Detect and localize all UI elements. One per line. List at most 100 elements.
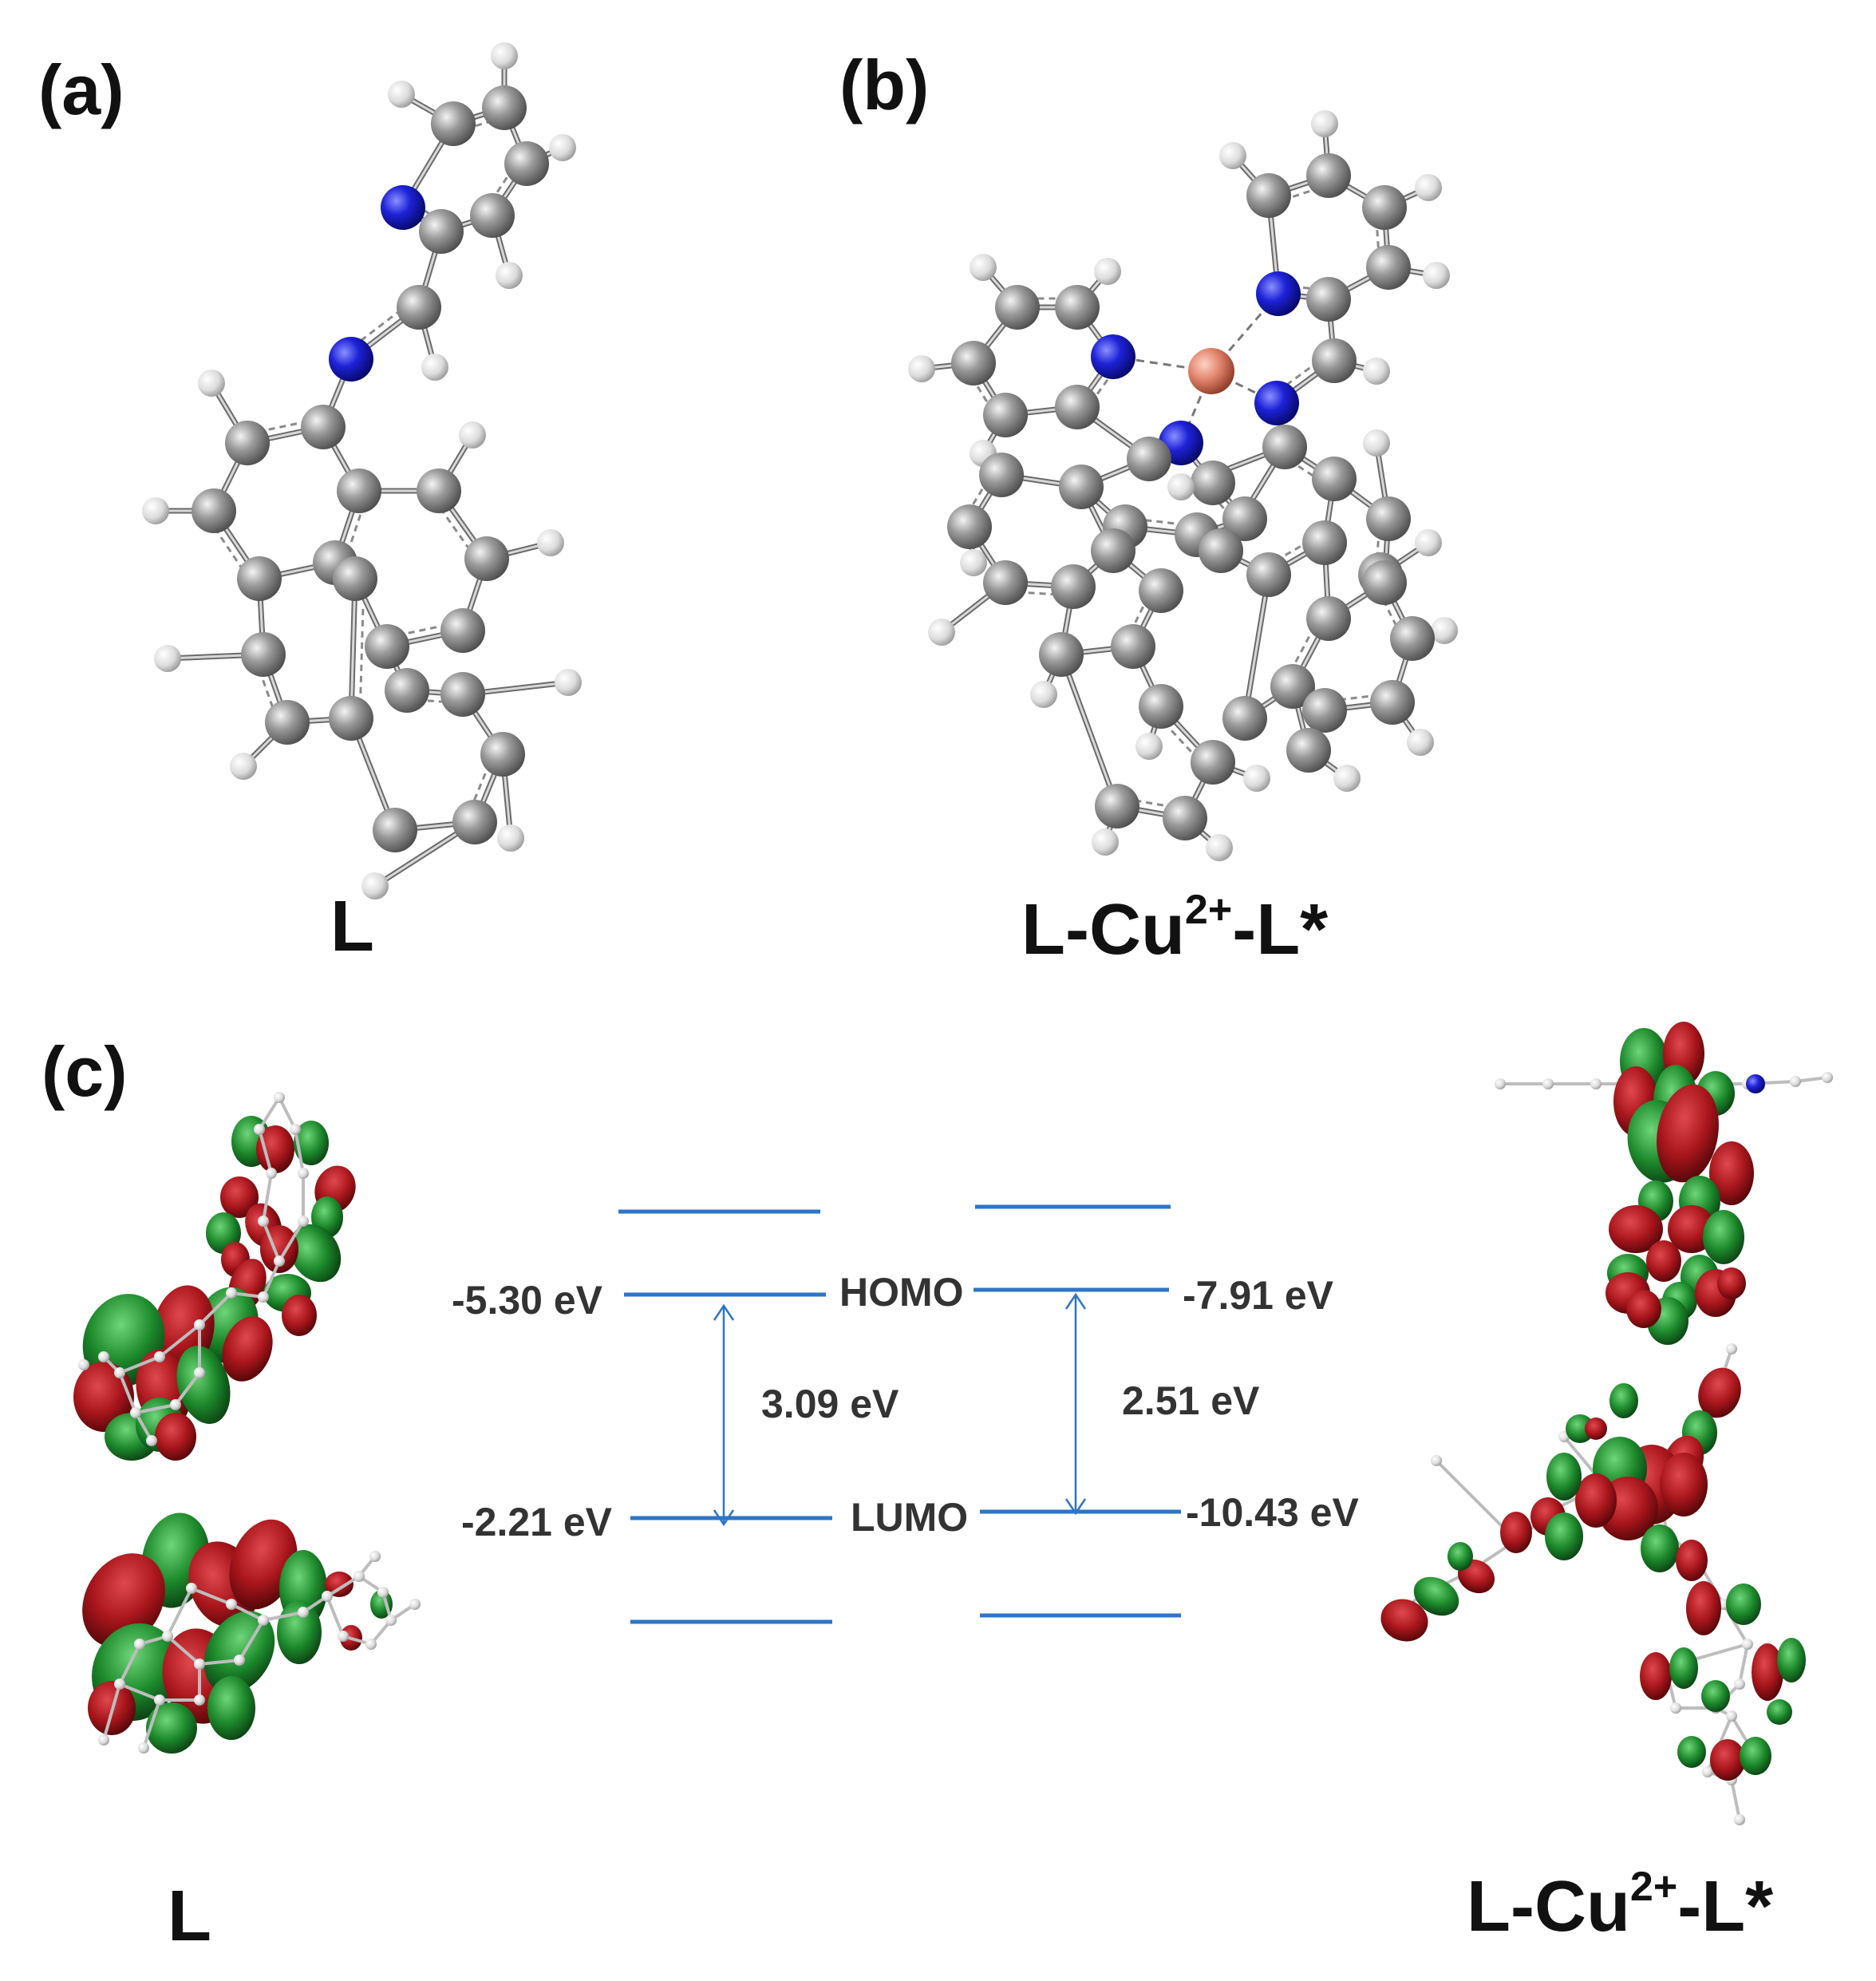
atom-c — [482, 85, 527, 130]
atom-c — [1366, 245, 1411, 290]
right-gap-value: 2.51 eV — [1122, 1378, 1260, 1423]
orbital-complex-homo — [1495, 1022, 1833, 1345]
atom-h — [142, 497, 169, 524]
lobe-red — [1500, 1512, 1532, 1553]
atom-c — [1055, 385, 1100, 429]
atom-c — [440, 672, 485, 717]
atom-c — [337, 469, 381, 513]
lobe-red — [220, 1176, 259, 1218]
lobe-green — [1609, 1383, 1638, 1418]
atom-c — [995, 285, 1040, 330]
atom-c — [1091, 528, 1135, 573]
lobe-red — [282, 1295, 317, 1336]
lobe-red — [1646, 1240, 1681, 1282]
caption-a: L — [330, 887, 374, 967]
panel-a-letter: (a) — [38, 50, 124, 129]
lobe-red — [1752, 1643, 1783, 1701]
atom-h — [908, 355, 935, 382]
atom-c — [1139, 568, 1183, 613]
lobe-red — [1709, 1141, 1754, 1205]
lobe-red — [73, 1362, 134, 1432]
atom-c — [1055, 285, 1100, 330]
atom-h — [555, 669, 582, 696]
atom-c — [417, 469, 461, 513]
atom-n — [329, 337, 373, 382]
atom-c — [983, 393, 1028, 437]
lobe-green — [289, 1224, 342, 1283]
atom-c — [1199, 528, 1243, 573]
atom-h — [1167, 473, 1195, 500]
atom-h — [1094, 258, 1121, 285]
atom-c — [397, 285, 441, 330]
lobe-red — [1657, 1084, 1719, 1183]
lobe-green — [207, 1676, 255, 1740]
atom-c — [1191, 461, 1235, 505]
atom-c — [1306, 596, 1351, 641]
atom-c — [329, 696, 373, 741]
orbital-complex-lumo — [1380, 1343, 1806, 1825]
atom-h — [388, 81, 415, 108]
atom-h — [1243, 765, 1270, 792]
atom-c — [1262, 425, 1307, 469]
atom-c — [1222, 496, 1267, 541]
lobe-green — [1767, 1699, 1792, 1725]
lobe-red — [1626, 1290, 1661, 1328]
left-homo-energy: -5.30 eV — [452, 1278, 603, 1323]
atom-c — [1312, 457, 1357, 501]
atom-c — [1286, 728, 1331, 773]
lobe-green — [176, 1345, 231, 1425]
atom-h — [198, 370, 225, 397]
atom-h — [491, 42, 518, 69]
left-gap-value: 3.09 eV — [761, 1382, 899, 1426]
right-homo-energy: -7.91 eV — [1183, 1273, 1334, 1318]
lobe-red — [155, 1413, 196, 1461]
lobe-red — [1717, 1267, 1746, 1299]
atom-c — [947, 504, 992, 549]
atom-c — [1246, 552, 1291, 597]
molecule-L-structure — [142, 42, 582, 900]
atom-c — [1270, 664, 1315, 709]
atom-h — [1423, 262, 1450, 289]
panel-b-letter: (b) — [839, 45, 930, 125]
atom-c — [1370, 680, 1415, 725]
atom-h — [230, 753, 257, 780]
atom-c — [265, 700, 310, 745]
atom-cu — [1188, 348, 1234, 394]
atom-h — [497, 824, 524, 852]
lobe-green — [1566, 1414, 1594, 1443]
atom-c — [1059, 465, 1104, 509]
atom-c — [951, 341, 996, 386]
atom-h — [960, 549, 987, 576]
lobe-green — [1726, 1584, 1761, 1625]
orbital-L-lumo — [82, 1512, 421, 1754]
atom-c — [1163, 796, 1207, 840]
atom-c — [1390, 616, 1435, 661]
atom-c — [1306, 277, 1351, 322]
lobe-green — [1413, 1576, 1459, 1616]
atom-h — [1407, 729, 1434, 756]
atom-c — [333, 556, 377, 601]
atom-h — [1135, 733, 1163, 760]
atom-h — [1219, 142, 1246, 169]
atom-h — [1030, 681, 1057, 708]
gap-arrows — [713, 1292, 1087, 1527]
atom-c — [237, 556, 282, 601]
atom-n — [1746, 1074, 1765, 1093]
right-lumo-energy: -10.43 eV — [1186, 1490, 1359, 1535]
atom-c — [225, 421, 270, 465]
atom-n — [381, 185, 425, 230]
caption-c-left: L — [168, 1876, 211, 1956]
atom-c — [1306, 153, 1351, 198]
atom-c — [1095, 784, 1139, 828]
atom-h — [970, 254, 997, 281]
lumo-label: LUMO — [851, 1495, 969, 1540]
homo-label: HOMO — [839, 1270, 964, 1315]
atom-n — [1091, 334, 1135, 379]
atom-n — [1256, 271, 1301, 316]
energy-level-diagram — [618, 1204, 1181, 1624]
atom-h — [549, 134, 576, 161]
atom-c — [1139, 684, 1183, 729]
lobe-red — [1676, 1540, 1708, 1581]
atom-c — [504, 141, 549, 186]
atom-c — [1051, 564, 1096, 609]
